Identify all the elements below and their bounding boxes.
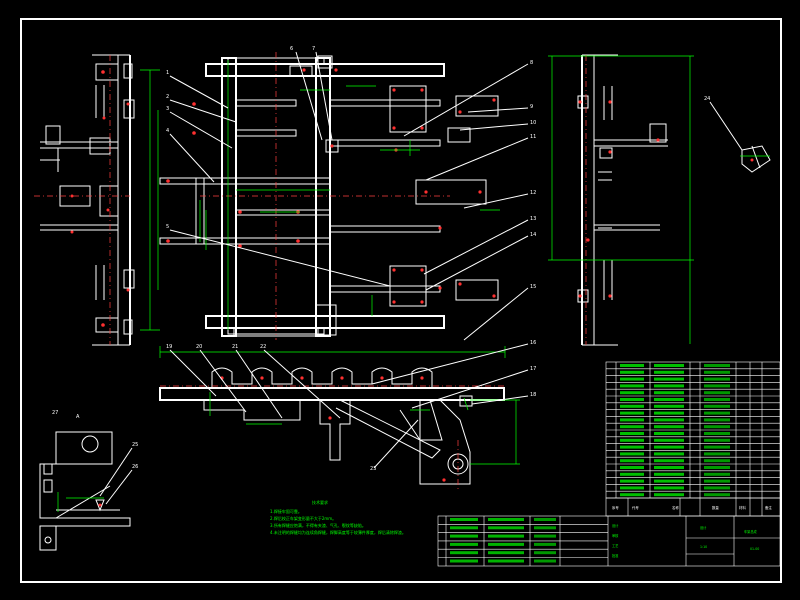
callout-number: 6 (290, 46, 293, 52)
callout-number: 4 (166, 128, 169, 134)
callout-number: 27 (52, 410, 58, 416)
callout-number: 8 (530, 60, 533, 66)
header-index: 序号 (612, 505, 619, 510)
lower-leader-lines (169, 343, 529, 469)
header-code: 代号 (632, 505, 639, 510)
callout-number: 24 (704, 96, 710, 102)
callout-number: 12 (530, 190, 536, 196)
notes-heading: 技术要求 (312, 499, 328, 505)
drawing-company: 设计 (700, 525, 707, 530)
header-remark: 备注 (765, 505, 772, 510)
drawing-number: 01-00 (750, 547, 759, 551)
right-side-view (548, 54, 694, 346)
notes-line: 3.所有焊缝应饱满，不得有夹渣、气孔、裂纹等缺陷。 (270, 522, 366, 528)
sign-label: 批准 (612, 553, 619, 558)
callout-number: 7 (312, 46, 315, 52)
callout-number: 10 (530, 120, 536, 126)
header-material: 材料 (739, 505, 746, 510)
notes-line: 4.未注明的焊缝均为连续角焊缝，焊脚高度等于较薄件厚度，焊后清除焊渣。 (270, 529, 406, 535)
callout-number: 14 (530, 232, 536, 238)
sign-label: 设计 (612, 523, 619, 528)
technical-notes: 技术要求 1.焊接牢固可靠。 2.焊后校正车架变形量不大于2mm。 3.所有焊缝… (270, 499, 406, 535)
parts-list (605, 361, 781, 499)
callout-number: 9 (530, 104, 533, 110)
callout-number: 18 (530, 392, 536, 398)
callout-number: 16 (530, 340, 536, 346)
detail-label: A (76, 414, 80, 420)
main-top-view (159, 52, 506, 358)
header-name: 名称 (672, 505, 679, 510)
sign-label: 审核 (612, 533, 619, 538)
callout-number: 1 (166, 70, 169, 76)
notes-line: 1.焊接牢固可靠。 (270, 508, 302, 514)
detail-view-a: A (39, 414, 133, 551)
callout-number: 11 (530, 134, 536, 140)
callout-number: 17 (530, 366, 536, 372)
callout-number: 15 (530, 284, 536, 290)
drawing-name: 车架总成 (744, 529, 758, 534)
drawing-frame (20, 18, 782, 583)
callout-number: 20 (196, 344, 202, 350)
callout-number: 2 (166, 94, 169, 100)
callout-number: 22 (260, 344, 266, 350)
leader-lines (169, 51, 529, 341)
revision-grid (438, 516, 608, 566)
callout-number: 13 (530, 216, 536, 222)
callout-number: 23 (370, 466, 376, 472)
title-block: 序号 代号 名称 数量 材料 备注 设计 车架总成 01-00 1:10 设计 … (437, 497, 781, 567)
detail-bracket-top-right (709, 101, 771, 173)
sign-label: 工艺 (612, 543, 618, 548)
callout-number: 21 (232, 344, 238, 350)
callout-number: 25 (132, 442, 138, 448)
callout-number: 5 (166, 224, 169, 230)
notes-line: 2.焊后校正车架变形量不大于2mm。 (270, 515, 336, 521)
callout-number: 19 (166, 344, 172, 350)
left-side-view (34, 54, 160, 346)
callout-number: 26 (132, 464, 138, 470)
callout-number: 3 (166, 106, 169, 112)
drawing-scale: 1:10 (700, 545, 707, 549)
header-qty: 数量 (712, 505, 719, 510)
front-elevation (159, 367, 520, 490)
